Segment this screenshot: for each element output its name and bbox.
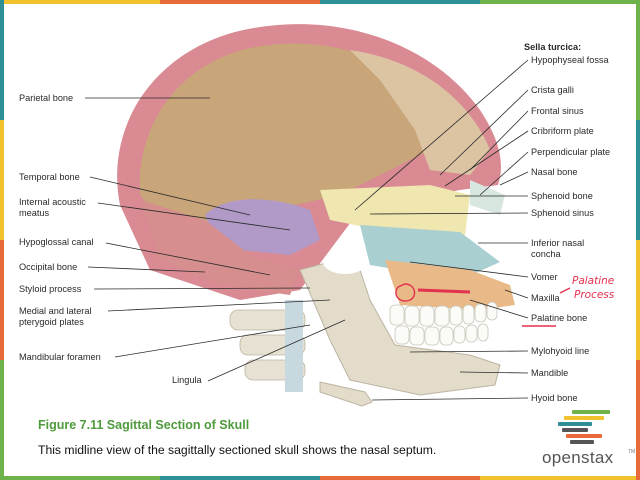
logo-bars-icon [558,410,613,446]
left-color-stripe [0,0,4,480]
top-color-stripe [0,0,640,4]
annotation-palatine: Palatine [572,275,615,287]
label-internal-acoustic-meatus: Internal acoustic meatus [19,197,86,218]
label-mylohyoid-line: Mylohyoid line [531,346,590,356]
label-parietal-bone: Parietal bone [19,93,74,103]
label-sella-turcica: Sella turcica: [524,42,582,52]
bottom-color-stripe [0,476,640,480]
occipital-region [140,200,300,295]
frontal-region [350,50,490,175]
sphenoid-region [320,185,470,235]
label-sphenoid-sinus: Sphenoid sinus [531,208,594,218]
label-cribriform-plate: Cribriform plate [531,126,594,136]
label-inferior-nasal-concha: Inferior nasal concha [531,238,585,259]
label-nasal-bone: Nasal bone [531,167,578,177]
annotation-marks [395,283,571,327]
logo-tm: TM [628,449,636,455]
maxilla-region [385,260,515,310]
label-frontal-sinus: Frontal sinus [531,106,584,116]
nasal-bone [470,180,505,215]
label-occipital-bone: Occipital bone [19,262,78,272]
label-crista-galli: Crista galli [531,85,574,95]
label-temporal-bone: Temporal bone [19,172,80,182]
lower-teeth [394,323,489,346]
label-styloid-process: Styloid process [19,284,82,294]
label-sphenoid-bone: Sphenoid bone [531,191,593,201]
temporal-region [205,199,320,255]
mandible-region [299,254,501,396]
right-color-stripe [636,0,640,480]
label-mandibular-foramen: Mandibular foramen [19,352,101,362]
parietal-region [139,43,440,230]
label-pterygoid-plates: Medial and lateral pterygoid plates [19,306,92,327]
label-mandible: Mandible [531,368,569,378]
figure-caption: This midline view of the sagittally sect… [38,443,437,457]
logo-wordmark: openstax [542,448,614,467]
annotation-process: Process [574,289,615,301]
label-lingula: Lingula [172,375,202,385]
label-hyoid-bone: Hyoid bone [531,393,578,403]
upper-teeth [389,301,498,327]
openstax-logo: openstax TM [540,410,636,470]
figure-title: Figure 7.11 Sagittal Section of Skull [38,418,250,432]
label-vomer: Vomer [531,272,558,282]
label-perpendicular-plate: Perpendicular plate [531,147,611,157]
label-hypoglossal-canal: Hypoglossal canal [19,237,94,247]
label-hypophyseal-fossa: Hypophyseal fossa [531,55,609,65]
label-maxilla: Maxilla [531,293,560,303]
orbit-opening [323,250,367,274]
vertebral-disc-column [285,300,303,392]
leader-lines [85,59,529,401]
hyoid-bone [319,381,373,407]
label-palatine-bone: Palatine bone [531,313,588,323]
